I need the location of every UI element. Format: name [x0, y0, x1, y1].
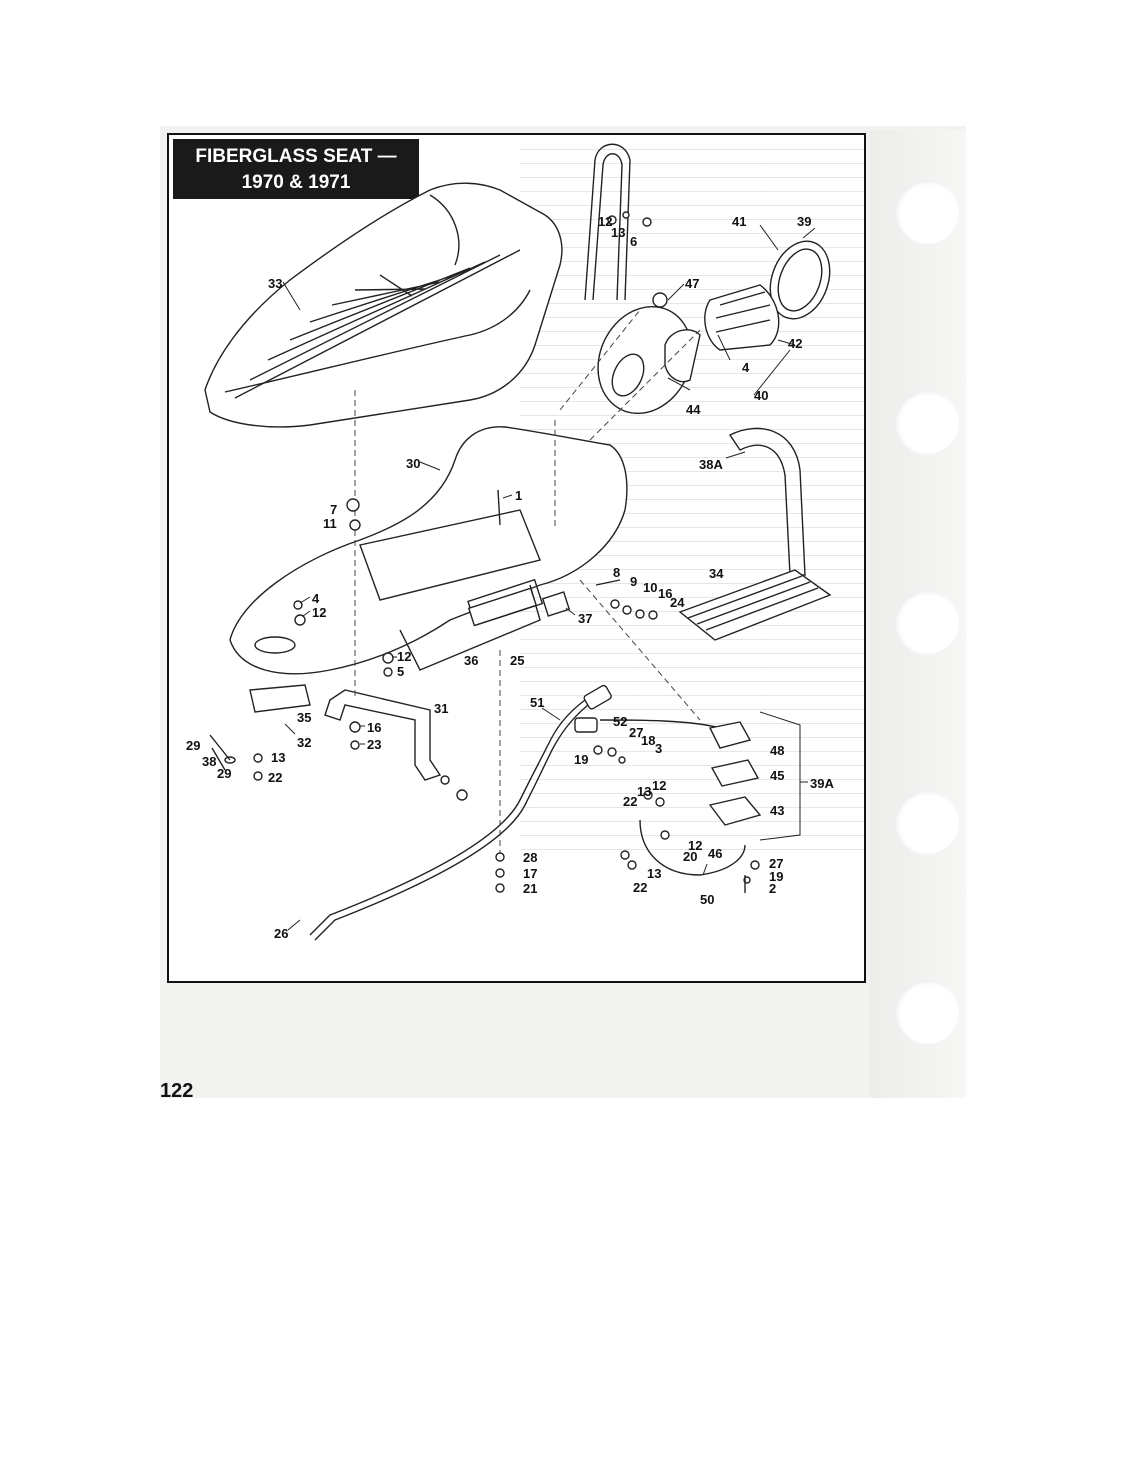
callout-22: 22	[268, 770, 282, 785]
callout-13: 13	[611, 225, 625, 240]
callout-39A: 39A	[810, 776, 834, 791]
callout-18: 18	[641, 733, 655, 748]
callout-36: 36	[464, 653, 478, 668]
callout-2: 2	[769, 881, 776, 896]
callout-1: 1	[515, 488, 522, 503]
callout-39: 39	[797, 214, 811, 229]
license-lamp-illustration	[708, 711, 808, 841]
plate-illustration	[467, 587, 571, 627]
callout-43: 43	[770, 803, 784, 818]
diagram-title: FIBERGLASS SEAT — 1970 & 1971	[173, 139, 419, 199]
seat-pan-illustration	[229, 426, 628, 675]
callout-13-bracket: 13	[271, 750, 285, 765]
callout-16-lower: 16	[367, 720, 381, 735]
callout-7: 7	[330, 502, 337, 517]
callout-24: 24	[670, 595, 685, 610]
callout-46: 46	[708, 846, 722, 861]
page-number: 122	[160, 1080, 194, 1102]
callout-52: 52	[613, 714, 627, 729]
callout-30: 30	[406, 456, 420, 471]
callout-40: 40	[754, 388, 768, 403]
callout-11: 11	[323, 516, 337, 531]
callout-47: 47	[685, 276, 699, 291]
callout-4-seat: 4	[312, 591, 320, 606]
callout-25: 25	[510, 653, 524, 668]
callout-26: 26	[274, 926, 288, 941]
binder-hole-icon	[895, 980, 959, 1044]
callout-17: 17	[523, 866, 537, 881]
callout-13-lamp: 13	[637, 784, 651, 799]
rear-bracket-illustration	[728, 427, 806, 576]
callout-37: 37	[578, 611, 592, 626]
diagram-title-line-2: 1970 & 1971	[241, 172, 351, 193]
seat-strip-illustration	[678, 569, 832, 641]
callout-45: 45	[770, 768, 784, 783]
callout-12-wire: 12	[688, 838, 702, 853]
taillight-assembly-illustration	[597, 240, 831, 415]
callout-6: 6	[630, 234, 637, 249]
wiring-harness-illustration	[309, 684, 746, 941]
callout-27-lower: 27	[769, 856, 783, 871]
diagram-title-line-1: FIBERGLASS SEAT —	[195, 146, 397, 167]
callout-8: 8	[613, 565, 620, 580]
callout-22-wire: 22	[633, 880, 647, 895]
callout-27: 27	[629, 725, 643, 740]
grab-rail-illustration	[584, 143, 631, 301]
callout-5: 5	[397, 664, 404, 679]
callout-38: 38	[202, 754, 216, 769]
callout-33: 33	[268, 276, 282, 291]
callout-10: 10	[643, 580, 657, 595]
seat-pad-illustration	[204, 182, 563, 428]
callout-16: 16	[658, 586, 672, 601]
callout-50: 50	[700, 892, 714, 907]
callout-42: 42	[788, 336, 802, 351]
callout-28: 28	[523, 850, 537, 865]
binder-hole-icon	[895, 180, 959, 244]
callout-labels: 33 30 12 13 6 41 39 47 42 4 40 44 38A 1 …	[186, 214, 834, 941]
fasteners-illustration	[211, 211, 760, 893]
binder-hole-icon	[895, 790, 959, 854]
callout-12-seat: 12	[312, 605, 326, 620]
callout-41: 41	[732, 214, 746, 229]
callout-38A: 38A	[699, 457, 723, 472]
callout-31: 31	[434, 701, 448, 716]
callout-19-lower: 19	[769, 869, 783, 884]
binder-hole-icon	[895, 390, 959, 454]
callout-35: 35	[297, 710, 311, 725]
callout-23: 23	[367, 737, 381, 752]
callout-19: 19	[574, 752, 588, 767]
callout-51: 51	[530, 695, 544, 710]
callout-34: 34	[709, 566, 724, 581]
callout-21: 21	[523, 881, 537, 896]
callout-48: 48	[770, 743, 784, 758]
callout-29: 29	[186, 738, 200, 753]
callout-22-lamp: 22	[623, 794, 637, 809]
callout-12-lower: 12	[397, 649, 411, 664]
callout-12-lamp: 12	[652, 778, 666, 793]
callout-29-lower: 29	[217, 766, 231, 781]
callout-20: 20	[683, 849, 697, 864]
leader-lines	[282, 224, 816, 931]
callout-9: 9	[630, 574, 637, 589]
callout-3: 3	[655, 741, 662, 756]
callout-44: 44	[686, 402, 701, 417]
callout-13-wire: 13	[647, 866, 661, 881]
assembly-guide-lines	[354, 309, 701, 860]
callout-32: 32	[297, 735, 311, 750]
callout-4: 4	[742, 360, 750, 375]
mounting-brackets-illustration	[209, 684, 442, 781]
binder-hole-icon	[895, 590, 959, 654]
callout-12: 12	[598, 214, 612, 229]
